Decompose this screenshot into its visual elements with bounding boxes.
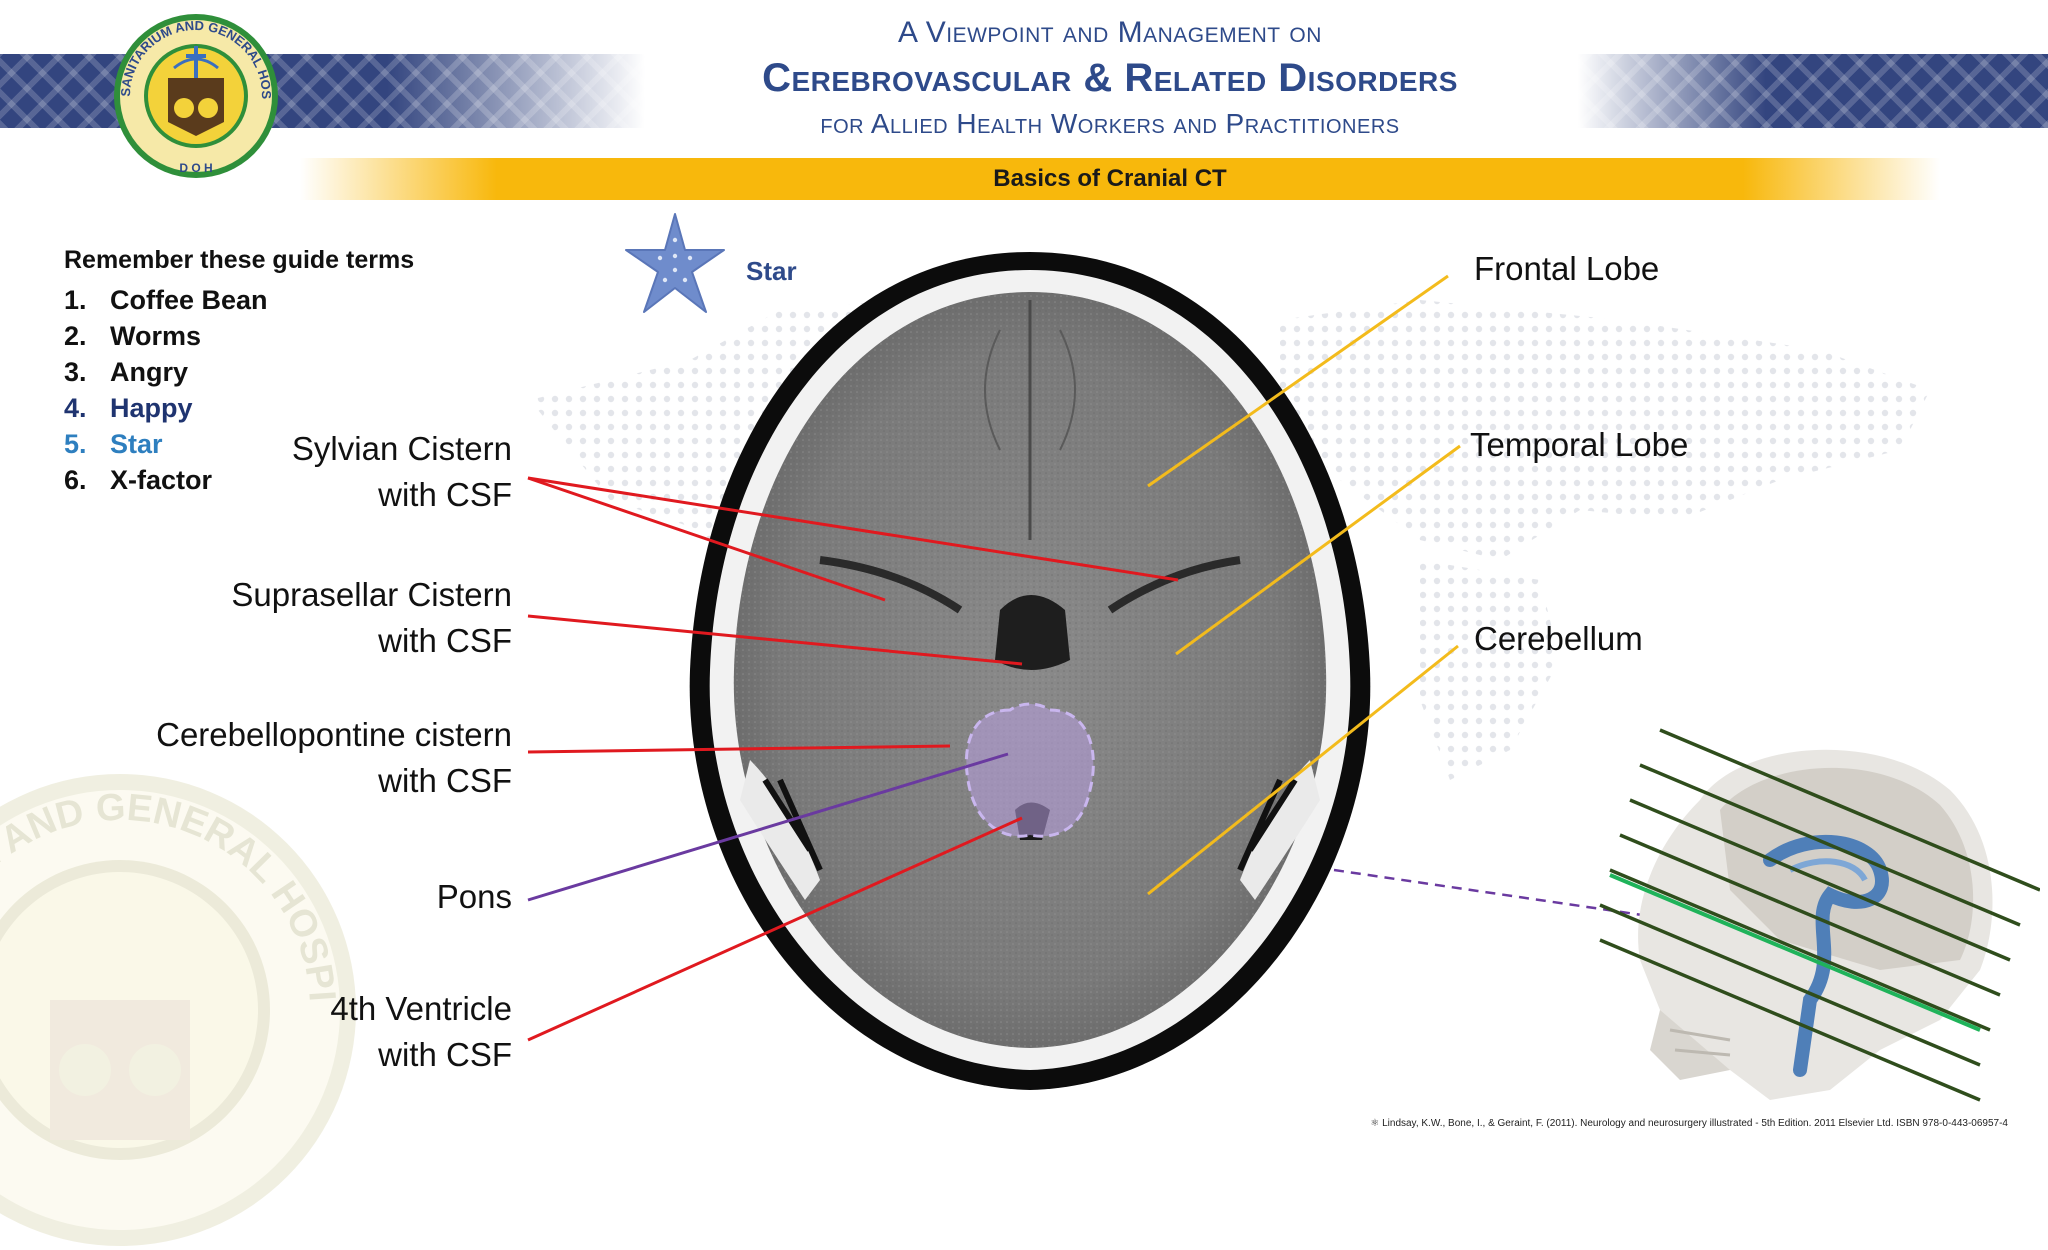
header-subtitle-top: A Viewpoint and Management on xyxy=(898,16,1322,49)
cerebellum-label: Cerebellum xyxy=(1474,620,1643,657)
guide-item-label: Coffee Bean xyxy=(110,285,268,315)
sylvian-line-right xyxy=(527,476,1179,582)
guide-item: 1. Coffee Bean xyxy=(64,282,268,318)
header-main-title: Cerebrovascular & Related Disorders xyxy=(762,56,1458,100)
fourth-ventricle-line xyxy=(527,816,1023,1042)
guide-item-label: Star xyxy=(110,429,163,459)
suprasellar-line xyxy=(527,614,1023,666)
pons-line xyxy=(527,752,1009,902)
guide-item: 6. X-factor xyxy=(64,462,268,498)
guide-item-number: 3. xyxy=(64,357,87,387)
star-label: Star xyxy=(746,256,797,286)
logo-doh-text: D O H xyxy=(179,161,212,175)
section-title: Basics of Cranial CT xyxy=(993,165,1227,192)
guide-item-label: Happy xyxy=(110,393,193,423)
sylvian-line-left xyxy=(527,476,886,602)
header-subtitle-bottom: for Allied Health Workers and Practition… xyxy=(820,108,1400,139)
guide-item: 2. Worms xyxy=(64,318,268,354)
guide-item: 5. Star xyxy=(64,426,268,462)
guide-heading: Remember these guide terms xyxy=(64,246,415,274)
cerebellum-line xyxy=(1147,644,1459,896)
header-pattern-right xyxy=(1578,54,2048,128)
temporal-lobe-line xyxy=(1175,444,1461,656)
guide-item-number: 4. xyxy=(64,393,87,423)
frontal-lobe-line xyxy=(1147,274,1449,488)
guide-item-label: X-factor xyxy=(110,465,213,495)
citation: ⚛ Lindsay, K.W., Bone, I., & Geraint, F.… xyxy=(1370,1118,2008,1129)
guide-item-number: 2. xyxy=(64,321,87,351)
guide-item-label: Angry xyxy=(110,357,189,387)
hospital-logo: SULU SANITARIUM AND GENERAL HOSPITAL D O… xyxy=(112,12,278,178)
guide-list: 1. Coffee Bean 2. Worms 3. Angry 4. Happy 5. Star… xyxy=(64,282,268,498)
section-bar xyxy=(300,158,1940,200)
starfish-icon xyxy=(625,213,725,313)
guide-item-number: 5. xyxy=(64,429,87,459)
frontal-lobe-label: Frontal Lobe xyxy=(1474,250,1660,287)
guide-item-number: 1. xyxy=(64,285,87,315)
skull-slice-illustration xyxy=(1599,728,2040,1102)
guide-item-number: 6. xyxy=(64,465,87,495)
copyright-icon: ⚛ xyxy=(1370,1118,1383,1129)
guide-item: 4. Happy xyxy=(64,390,268,426)
guide-item: 3. Angry xyxy=(64,354,268,390)
guide-item-label: Worms xyxy=(110,321,202,351)
temporal-lobe-label: Temporal Lobe xyxy=(1470,426,1689,463)
cerebellopontine-line xyxy=(527,744,951,754)
pons-label: Pons xyxy=(436,878,512,915)
hospital-logo-watermark: SANITARIUM AND GENERAL HOSPITAL xyxy=(0,770,356,1246)
header-pattern-left xyxy=(0,54,645,128)
